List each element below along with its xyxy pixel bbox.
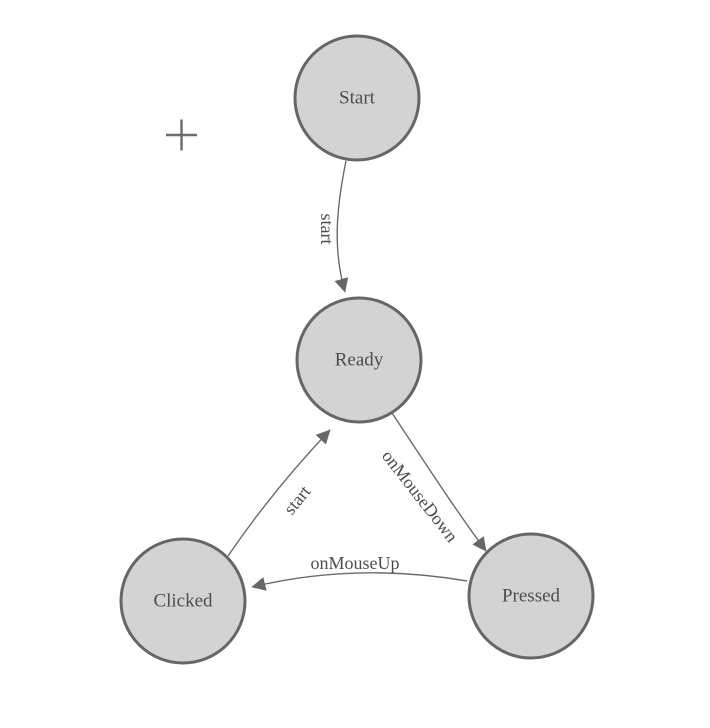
transition-edge-clicked-to-ready[interactable]	[227, 429, 331, 557]
state-node-ready[interactable]: Ready	[295, 296, 423, 424]
edge-label-start-2: start	[279, 482, 314, 519]
transition-edge-ready-to-pressed[interactable]	[391, 412, 487, 552]
crosshair-cursor-icon	[166, 119, 197, 151]
edge-label-start: start	[317, 214, 337, 245]
transition-edge-start-to-ready[interactable]	[334, 160, 349, 293]
state-node-clicked[interactable]: Clicked	[119, 537, 247, 665]
state-node-start[interactable]: Start	[293, 34, 421, 162]
transition-edge-pressed-to-clicked[interactable]	[251, 572, 468, 591]
edge-label-onmouseup: onMouseUp	[311, 553, 400, 573]
state-node-pressed[interactable]: Pressed	[467, 532, 595, 660]
edge-label-onmousedown: onMouseDown	[378, 446, 462, 546]
